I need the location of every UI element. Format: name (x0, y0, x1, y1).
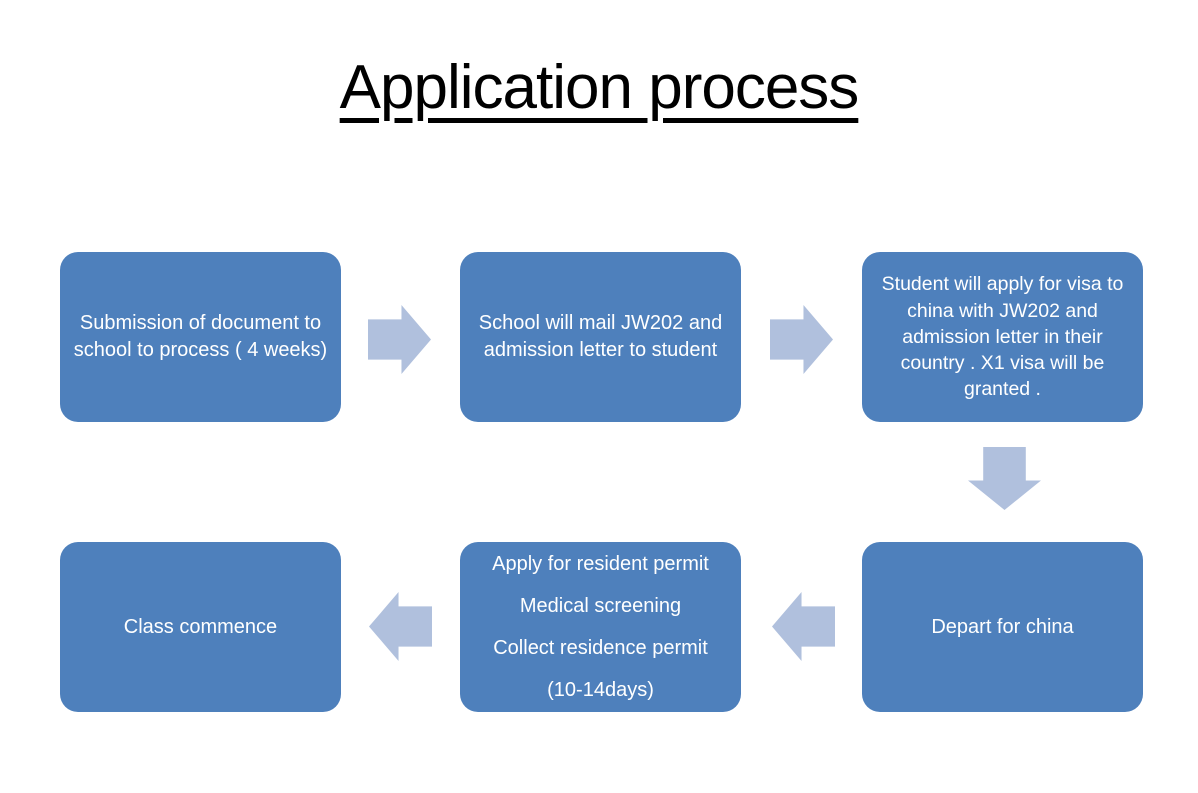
flow-step-class-commence: Class commence (60, 542, 341, 712)
flow-step-line: Medical screening (519, 595, 682, 617)
right-arrow-shape (368, 305, 431, 374)
right-arrow-icon (368, 305, 431, 374)
flow-step-school-mail: School will mail JW202 and admission let… (460, 252, 741, 422)
flow-step-depart: Depart for china (862, 542, 1143, 712)
flow-step-label: School will mail JW202 and admission let… (478, 312, 723, 361)
flow-step-label: Submission of document to school to proc… (73, 312, 328, 361)
flow-step-line: Collect residence permit (493, 637, 708, 659)
flow-step-resident-permit: Apply for resident permit Medical screen… (460, 542, 741, 712)
flow-step-line: Apply for resident permit (492, 553, 709, 575)
flow-step-visa-apply: Student will apply for visa to china wit… (862, 252, 1143, 422)
left-arrow-shape (772, 592, 835, 661)
flow-step-label: Student will apply for visa to china wit… (881, 273, 1124, 401)
page-title: Application process (339, 53, 860, 122)
flow-step-label: Depart for china (931, 615, 1074, 638)
flow-step-label: Class commence (123, 615, 278, 638)
left-arrow-icon (369, 592, 432, 661)
left-arrow-icon (772, 592, 835, 661)
right-arrow-icon (770, 305, 833, 374)
flow-step-line: (10-14days) (547, 679, 654, 701)
flow-step-submission: Submission of document to school to proc… (60, 252, 341, 422)
right-arrow-shape (770, 305, 833, 374)
left-arrow-shape (369, 592, 432, 661)
down-arrow-shape (968, 447, 1041, 510)
down-arrow-icon (968, 447, 1041, 510)
